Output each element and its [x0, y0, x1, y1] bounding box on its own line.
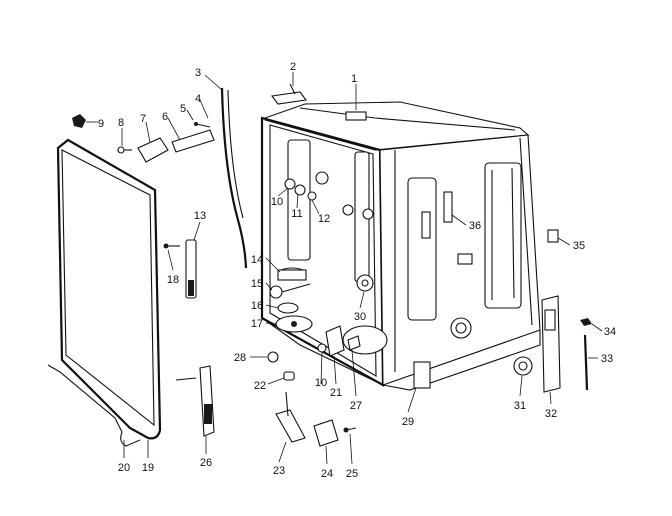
callout-24: 24 [321, 468, 333, 480]
callout-35: 35 [573, 240, 585, 252]
callout-26: 26 [200, 457, 212, 469]
leader-lines [86, 72, 603, 465]
callout-15: 15 [251, 278, 263, 290]
callout-1: 1 [351, 73, 357, 85]
callout-31: 31 [514, 400, 526, 412]
callout-32: 32 [545, 408, 557, 420]
hose [220, 87, 248, 269]
callout-3: 3 [195, 67, 201, 79]
callout-11: 11 [291, 208, 302, 220]
callout-18: 18 [167, 274, 179, 286]
callout-25: 25 [346, 468, 358, 480]
callout-7: 7 [140, 113, 146, 125]
callout-6: 6 [162, 111, 168, 123]
callout-36: 36 [469, 220, 481, 232]
callout-12: 12 [318, 213, 330, 225]
callout-labels: 1 2 3 4 5 6 7 8 9 10 11 12 13 14 15 16 1… [98, 61, 616, 480]
callout-29: 29 [402, 416, 414, 428]
callout-27: 27 [350, 400, 362, 412]
callout-10: 10 [271, 196, 283, 208]
callout-10-lower: 10 [315, 377, 327, 389]
callout-14: 14 [251, 254, 263, 266]
callout-19: 19 [142, 462, 154, 474]
callout-34: 34 [604, 326, 616, 338]
callout-17: 17 [251, 318, 263, 330]
callout-5: 5 [180, 103, 186, 115]
small-parts [72, 83, 592, 447]
callout-22: 22 [254, 380, 266, 392]
door-gasket [47, 138, 162, 447]
callout-21: 21 [330, 387, 342, 399]
callout-8: 8 [118, 117, 124, 129]
callout-16: 16 [251, 300, 263, 312]
callout-20: 20 [118, 462, 130, 474]
callout-28: 28 [234, 352, 246, 364]
tub-assembly [260, 101, 541, 391]
callout-13: 13 [194, 210, 206, 222]
callout-9: 9 [98, 118, 104, 130]
callout-30: 30 [354, 311, 366, 323]
callout-2: 2 [290, 61, 296, 73]
callout-4: 4 [195, 93, 201, 105]
callout-33: 33 [601, 353, 613, 365]
callout-23: 23 [273, 465, 285, 477]
